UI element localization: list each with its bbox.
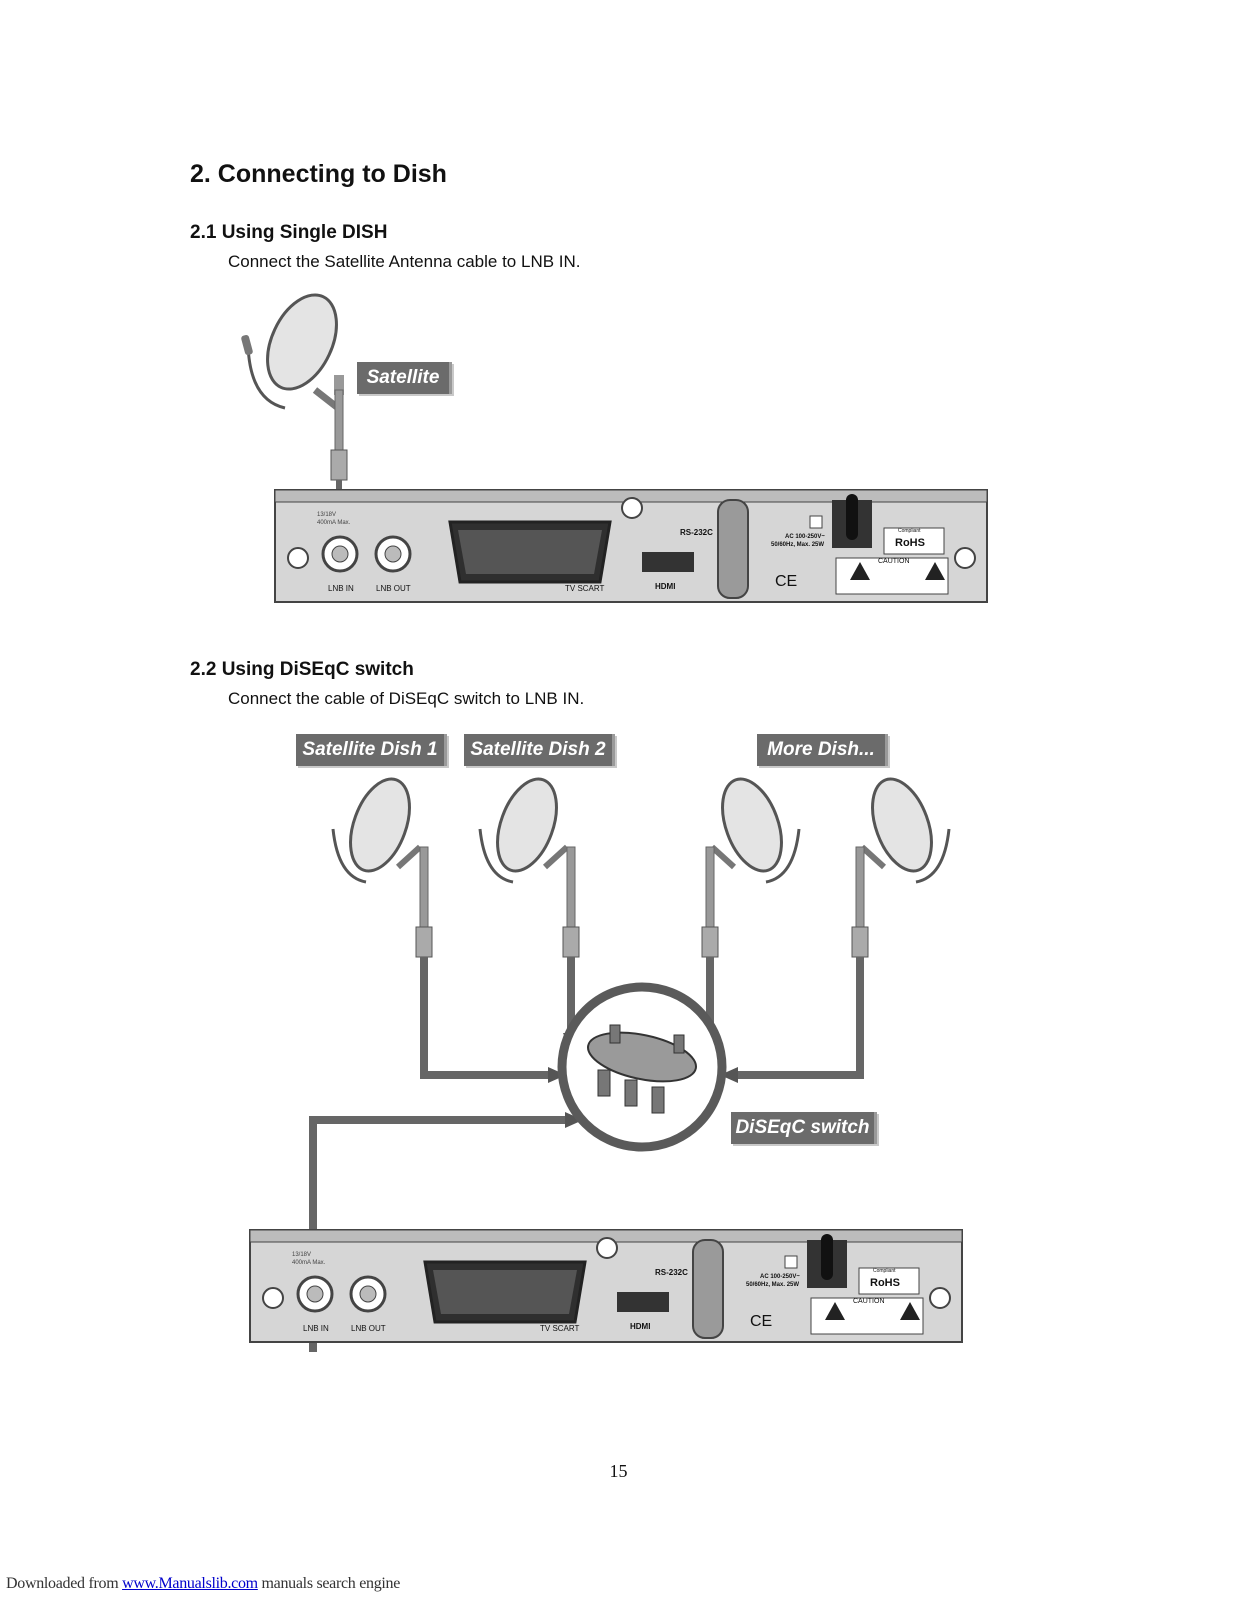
page-title: 2. Connecting to Dish — [190, 160, 447, 188]
ce-mark: CE — [750, 1313, 773, 1330]
page-number: 15 — [609, 1461, 628, 1481]
lnb-spec-line2: 400mA Max. — [292, 1260, 326, 1266]
section-title-diseqc: 2.2 Using DiSEqC switch — [190, 659, 414, 680]
lnb-in-label: LNB IN — [303, 1324, 329, 1333]
section-text-diseqc: Connect the cable of DiSEqC switch to LN… — [228, 689, 585, 708]
single-dish-figure: Satellite 13/18V 400mA Max. LNB IN LNB O… — [0, 290, 1237, 620]
receiver-back-panel — [274, 489, 988, 603]
satellite-dish-icon — [241, 293, 344, 416]
power-rating-line1: AC 100-250V~ — [760, 1274, 800, 1280]
receiver-back-panel — [249, 1229, 963, 1343]
power-rating-line2: 50/60Hz, Max. 25W — [771, 542, 825, 548]
hdmi-label: HDMI — [655, 582, 676, 591]
tv-scart-label: TV SCART — [565, 584, 605, 593]
satellite-dish-2-label: Satellite Dish 2 — [464, 734, 615, 766]
ce-mark: CE — [775, 573, 798, 590]
satellite-dish-icon — [851, 777, 951, 958]
satellite-dish-1-label: Satellite Dish 1 — [296, 734, 447, 766]
rohs-compliant: Compliant — [873, 1268, 896, 1274]
section-text-single-dish: Connect the Satellite Antenna cable to L… — [228, 252, 581, 271]
diseqc-switch-label: DiSEqC switch — [731, 1112, 877, 1144]
lnb-out-label: LNB OUT — [376, 584, 411, 593]
section-title-single-dish: 2.1 Using Single DISH — [190, 222, 388, 243]
lnb-spec-line1: 13/18V — [292, 1252, 312, 1258]
rs232c-label: RS-232C — [680, 528, 713, 537]
caution-label: CAUTION — [878, 558, 910, 565]
manualslib-link[interactable]: www.Manualslib.com — [122, 1575, 258, 1592]
satellite-dish-icon — [331, 777, 433, 958]
lnb-spec-line2: 400mA Max. — [317, 520, 351, 526]
lnb-spec-line1: 13/18V — [317, 512, 337, 518]
rohs-label: RoHS — [870, 1277, 900, 1289]
power-rating-line2: 50/60Hz, Max. 25W — [746, 1282, 800, 1288]
rohs-compliant: Compliant — [898, 528, 921, 534]
caution-label: CAUTION — [853, 1298, 885, 1305]
footer-prefix: Downloaded from — [6, 1575, 123, 1592]
rohs-label: RoHS — [895, 537, 925, 549]
tv-scart-label: TV SCART — [540, 1324, 580, 1333]
diseqc-figure: Satellite Dish 1 Satellite Dish 2 More D… — [0, 734, 1237, 1375]
satellite-label: Satellite — [357, 362, 452, 394]
more-dish-label: More Dish... — [757, 734, 888, 766]
download-footer: Downloaded from www.Manualslib.com manua… — [6, 1575, 400, 1593]
satellite-dish-icon — [478, 777, 580, 958]
rs232c-label: RS-232C — [655, 1268, 688, 1277]
footer-suffix: manuals search engine — [257, 1575, 401, 1592]
diseqc-switch-icon — [557, 982, 727, 1152]
hdmi-label: HDMI — [630, 1322, 651, 1331]
lnb-out-label: LNB OUT — [351, 1324, 386, 1333]
lnb-in-label: LNB IN — [328, 584, 354, 593]
power-rating-line1: AC 100-250V~ — [785, 534, 825, 540]
satellite-dish-icon — [701, 777, 801, 958]
